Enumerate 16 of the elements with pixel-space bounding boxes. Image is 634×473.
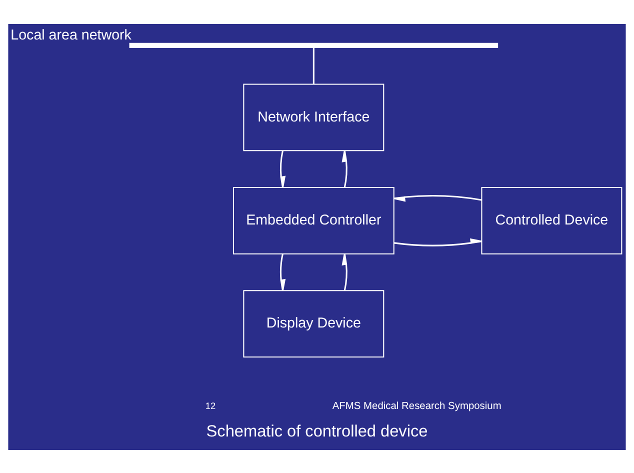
label: AFMS Medical Research Symposium (332, 400, 502, 412)
arrow (342, 150, 348, 187)
connector (312, 47, 314, 84)
node-box: Network Interface (243, 83, 384, 151)
arrow (342, 252, 348, 290)
node-bar (129, 42, 498, 48)
node-box: Display Device (243, 290, 384, 358)
arrow (393, 194, 482, 202)
arrow (280, 150, 286, 188)
node-box: Controlled Device (481, 186, 622, 254)
node-box: Embedded Controller (232, 186, 394, 254)
arrow (394, 238, 482, 246)
arrow (280, 253, 286, 291)
caption: Schematic of controlled device (206, 422, 428, 440)
label: 12 (205, 400, 216, 410)
node-label: Local area network (10, 27, 132, 44)
